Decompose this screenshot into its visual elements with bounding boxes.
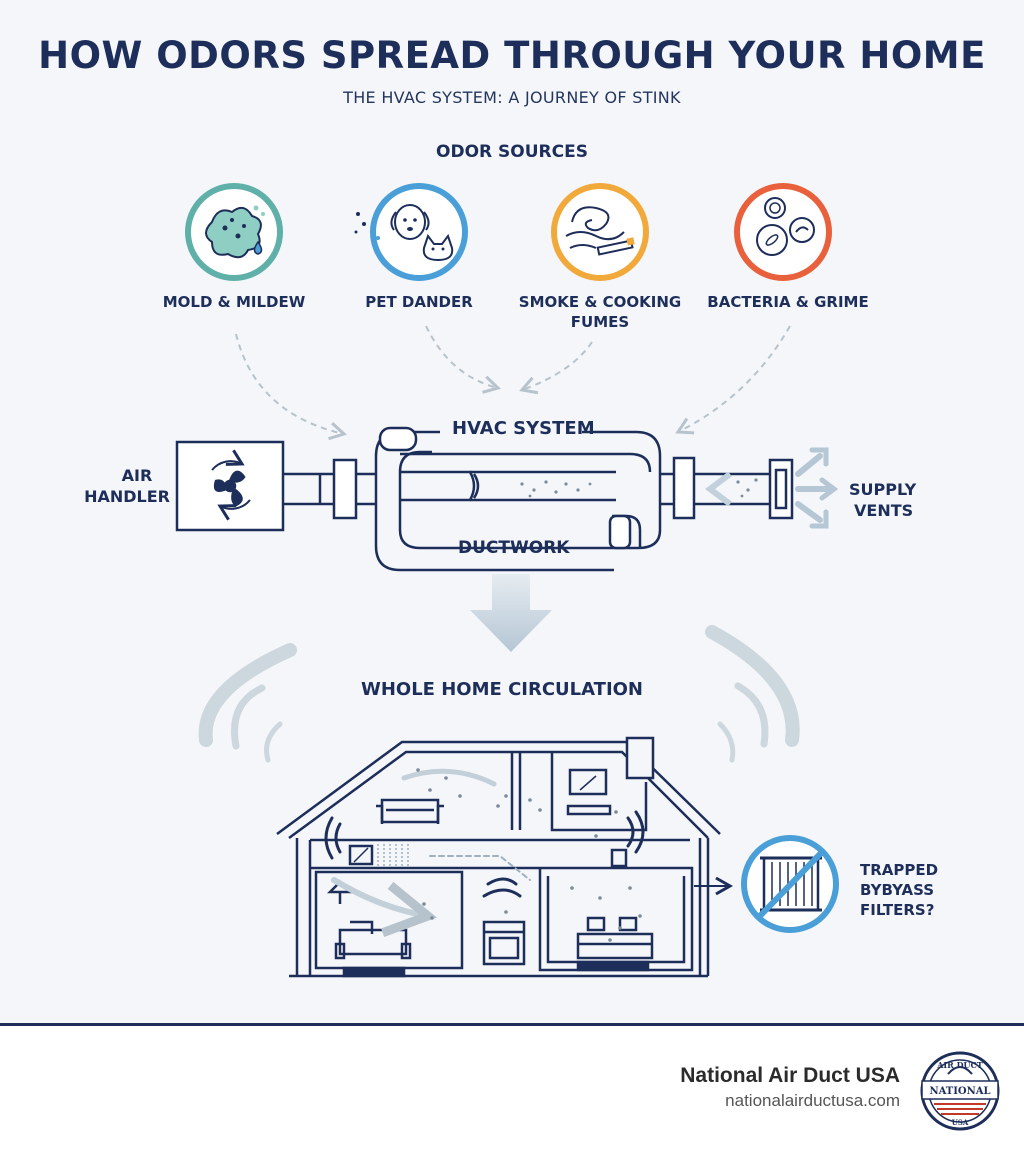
- source-label-smoke-line1: SMOKE & COOKING: [518, 293, 682, 311]
- stairs: [377, 844, 409, 866]
- footer-divider: [0, 1023, 1024, 1026]
- ductwork: [175, 426, 794, 572]
- source-label-smoke-line2: FUMES: [570, 313, 630, 331]
- circulation-swooshes: [198, 625, 800, 763]
- filter-label-line2: BYBYASS: [860, 881, 935, 899]
- source-label-pet: PET DANDER: [365, 293, 473, 311]
- air-handler-label-line2: HANDLER: [84, 487, 170, 506]
- house-odor-particles: [416, 768, 642, 942]
- source-label-mold: MOLD & MILDEW: [162, 293, 306, 311]
- house-illustration: [276, 736, 721, 978]
- supply-airflow-arrows: [795, 447, 839, 529]
- duct-odor-particles: [520, 478, 758, 498]
- page-subtitle: THE HVAC SYSTEM: A JOURNEY OF STINK: [343, 88, 681, 107]
- brand-url-link[interactable]: nationalairductusa.com: [725, 1091, 900, 1110]
- mold-icon: [185, 183, 283, 281]
- house-airflow: [324, 768, 645, 937]
- brand-name: National Air Duct USA: [680, 1064, 900, 1087]
- pet-icon: [354, 183, 468, 281]
- air-handler-label-line1: AIR: [121, 466, 153, 485]
- supply-vents-label-line1: SUPPLY: [849, 480, 917, 499]
- smoke-icon: [551, 183, 649, 281]
- page-title: HOW ODORS SPREAD THROUGH YOUR HOME: [38, 34, 986, 77]
- footer: [0, 1026, 1024, 1154]
- circulation-heading: WHOLE HOME CIRCULATION: [360, 679, 644, 700]
- odor-sources-heading: ODOR SOURCES: [436, 142, 588, 162]
- ductwork-label: DUCTWORK: [458, 538, 570, 558]
- source-flow-arrows: [235, 325, 791, 441]
- filter-icon: [741, 835, 839, 933]
- down-arrow-icon: [470, 574, 552, 652]
- filter-label-line1: TRAPPED: [860, 861, 939, 879]
- hvac-system-label: HVAC SYSTEM: [452, 418, 595, 439]
- supply-vents-label-line2: VENTS: [854, 501, 914, 520]
- flow-chevron-icon: [705, 471, 732, 507]
- source-label-bacteria: BACTERIA & GRIME: [707, 293, 869, 311]
- bacteria-icon: [734, 183, 832, 281]
- filter-label-line3: FILTERS?: [860, 901, 935, 919]
